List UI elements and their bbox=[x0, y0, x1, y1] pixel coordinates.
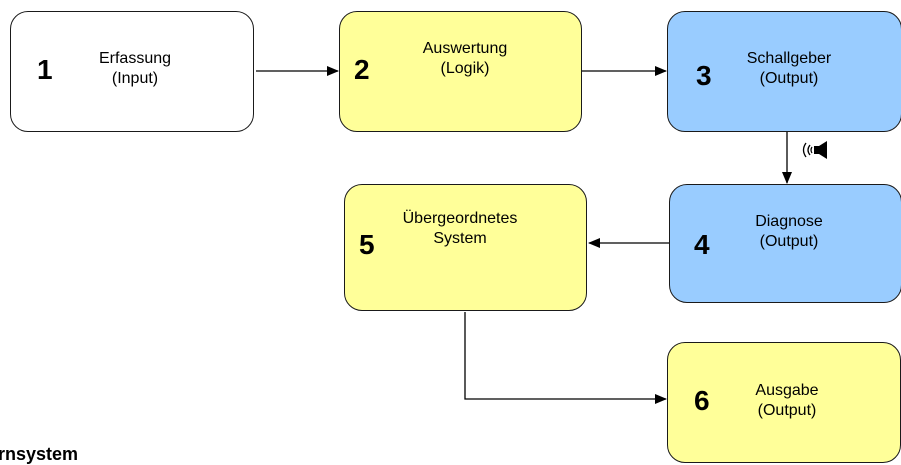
box-subtitle: (Input) bbox=[111, 70, 159, 87]
box-number: 1 bbox=[37, 54, 53, 85]
box-title: Übergeordnetes bbox=[402, 210, 518, 227]
box-label: Erfassung (Input) bbox=[85, 49, 185, 89]
box-4-diagnose: 4 Diagnose (Output) bbox=[669, 184, 901, 303]
box-5-uebergeordnetes-system: 5 Übergeordnetes System bbox=[344, 184, 587, 311]
box-6-ausgabe: 6 Ausgabe (Output) bbox=[667, 342, 901, 463]
box-label: Ausgabe (Output) bbox=[732, 381, 842, 421]
box-subtitle: (Logik) bbox=[440, 60, 490, 77]
box-subtitle: (Output) bbox=[759, 70, 819, 87]
box-title: Auswertung bbox=[422, 40, 508, 57]
box-label: Auswertung (Logik) bbox=[410, 39, 520, 79]
box-number: 5 bbox=[359, 229, 375, 260]
box-title: Schallgeber bbox=[746, 50, 832, 67]
box-number: 4 bbox=[694, 229, 710, 260]
box-subtitle: System bbox=[433, 230, 487, 247]
arrow-5-to-6 bbox=[464, 312, 667, 404]
speaker-sound-icon bbox=[802, 141, 827, 159]
box-number: 2 bbox=[354, 54, 370, 85]
box-title: Diagnose bbox=[755, 213, 823, 230]
box-subtitle: (Output) bbox=[757, 402, 817, 419]
box-title: Erfassung bbox=[98, 50, 172, 67]
box-1-erfassung: 1 Erfassung (Input) bbox=[10, 11, 254, 132]
box-label: Schallgeber (Output) bbox=[734, 49, 844, 89]
box-number: 3 bbox=[696, 60, 712, 91]
box-subtitle: (Output) bbox=[759, 233, 819, 250]
box-label: Übergeordnetes System bbox=[395, 209, 525, 249]
box-title: Ausgabe bbox=[755, 382, 819, 399]
diagram-caption: rnsystem bbox=[0, 444, 79, 464]
box-2-auswertung: 2 Auswertung (Logik) bbox=[339, 11, 582, 132]
box-label: Diagnose (Output) bbox=[734, 212, 844, 252]
box-3-schallgeber: 3 Schallgeber (Output) bbox=[667, 11, 901, 132]
box-number: 6 bbox=[694, 385, 710, 416]
